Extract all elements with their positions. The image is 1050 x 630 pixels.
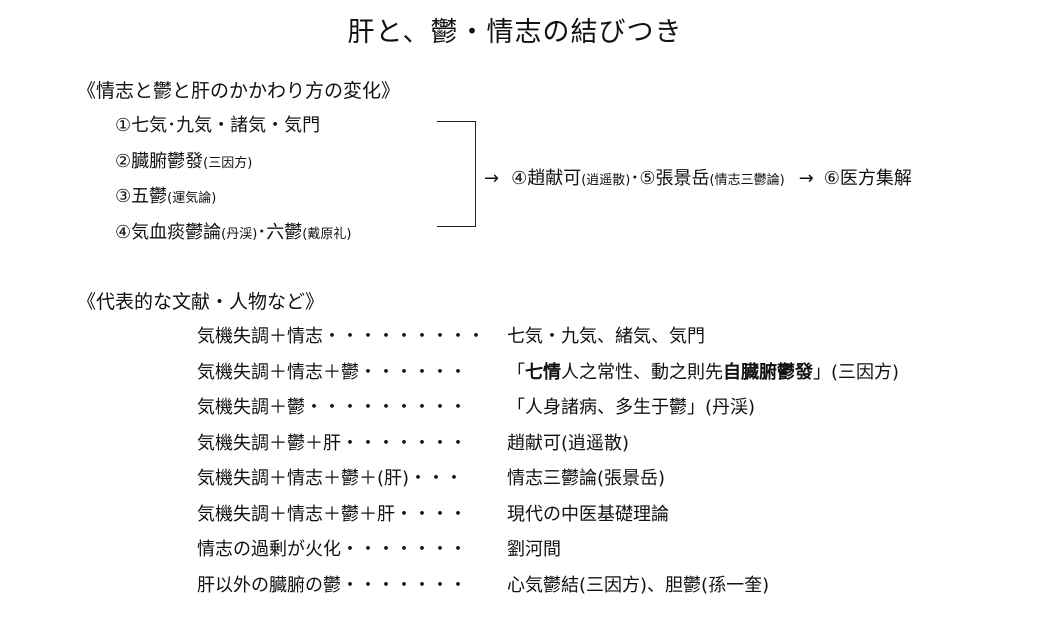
concept-text: 気機失調＋鬱 bbox=[197, 397, 305, 418]
source-item-label: ①七気･九気・諸気・気門 bbox=[115, 115, 321, 136]
concept-label: 気機失調＋情志＋鬱・・・・・・ bbox=[197, 358, 467, 384]
concept-text: 気機失調＋鬱＋肝 bbox=[197, 432, 341, 454]
reference-text: 劉河間 bbox=[507, 539, 561, 560]
flow-step-6: ⑥医方集解 bbox=[823, 168, 912, 189]
reference-text: 情志三鬱論(張景岳) bbox=[507, 468, 666, 489]
arrow-right-icon: → bbox=[484, 168, 500, 189]
concept-label: 気機失調＋鬱＋肝・・・・・・・ bbox=[197, 429, 467, 455]
source-item-note: (三因方) bbox=[203, 156, 253, 171]
quote-bold-2: 自臓腑鬱發 bbox=[723, 361, 813, 383]
reference-text: 現代の中医基礎理論 bbox=[507, 503, 669, 525]
leader-dots: ・・・ bbox=[409, 468, 464, 489]
quote-bold-1: 七情 bbox=[525, 361, 561, 383]
concept-label: 気機失調＋情志・・・・・・・・・ bbox=[197, 322, 485, 348]
concept-text: 気機失調＋情志 bbox=[197, 326, 323, 347]
quote-close: 」(三因方) bbox=[813, 361, 900, 383]
leader-dots: ・・・・・・・ bbox=[341, 432, 467, 454]
concept-label: 気機失調＋情志＋鬱＋肝・・・・ bbox=[197, 500, 467, 526]
source-item-3: ③五鬱(運気論) bbox=[115, 182, 216, 208]
source-item-1: ①七気･九気・諸気・気門 bbox=[115, 111, 320, 137]
concept-text: 情志の過剰が火化 bbox=[197, 539, 341, 560]
development-flow: → ④趙献可(逍遥散)･⑤張景岳(情志三鬱論) → ⑥医方集解 bbox=[484, 164, 912, 190]
leader-dots: ・・・・ bbox=[395, 503, 467, 525]
concept-text: 肝以外の臓腑の鬱 bbox=[197, 574, 341, 596]
source-item-2: ②臓腑鬱發(三因方) bbox=[115, 147, 252, 173]
reference-text: 「七情人之常性、動之則先自臓腑鬱發」(三因方) bbox=[507, 358, 899, 384]
reference-text: 心気鬱結(三因方)、胆鬱(孫一奎) bbox=[507, 574, 770, 596]
reference-text: 七気・九気、緒気、気門 bbox=[507, 326, 705, 347]
concept-label: 気機失調＋情志＋鬱＋(肝)・・・ bbox=[197, 464, 463, 490]
flow-step-5: ⑤張景岳 bbox=[639, 168, 710, 189]
reference-text: 「人身諸病、多生于鬱」(丹渓) bbox=[507, 397, 756, 418]
concept-text: 気機失調＋情志＋鬱 bbox=[197, 361, 359, 383]
reference-text: 趙献可(逍遥散) bbox=[507, 432, 630, 454]
flow-step-4-note: (逍遥散) bbox=[581, 173, 631, 188]
source-item-label: ③五鬱 bbox=[115, 186, 168, 207]
leader-dots: ・・・・・・・・・ bbox=[305, 397, 467, 418]
source-item-note: (運気論) bbox=[167, 191, 217, 206]
flow-step-5-note: (情志三鬱論) bbox=[709, 173, 785, 188]
concept-text: 気機失調＋情志＋鬱＋(肝) bbox=[197, 468, 410, 489]
flow-separator: ･ bbox=[630, 168, 640, 189]
source-item-label: ④気血痰鬱論 bbox=[115, 222, 222, 243]
source-item-4: ④気血痰鬱論(丹渓)･六鬱(戴原礼) bbox=[115, 218, 351, 244]
concept-text: 気機失調＋情志＋鬱＋肝 bbox=[197, 503, 395, 525]
concept-label: 情志の過剰が火化・・・・・・・ bbox=[197, 535, 467, 561]
quote-open: 「 bbox=[507, 361, 525, 383]
leader-dots: ・・・・・・・ bbox=[341, 539, 467, 560]
leader-dots: ・・・・・・・・・ bbox=[323, 326, 485, 347]
concept-label: 肝以外の臓腑の鬱・・・・・・・ bbox=[197, 571, 467, 597]
section-heading-changes: 《情志と鬱と肝のかかわり方の変化》 bbox=[77, 80, 401, 102]
quote-mid: 人之常性、動之則先 bbox=[561, 361, 723, 383]
source-item-label: ②臓腑鬱發 bbox=[115, 151, 204, 172]
arrow-right-icon: → bbox=[798, 168, 814, 189]
page-title: 肝と、鬱・情志の結びつき bbox=[347, 17, 683, 48]
source-item-label-2: ･六鬱 bbox=[257, 222, 303, 243]
leader-dots: ・・・・・・・ bbox=[341, 574, 467, 596]
section-heading-references: 《代表的な文献・人物など》 bbox=[77, 291, 325, 313]
leader-dots: ・・・・・・ bbox=[359, 361, 467, 383]
flow-step-4: ④趙献可 bbox=[511, 168, 582, 189]
source-item-note-2: (戴原礼) bbox=[302, 227, 352, 242]
concept-label: 気機失調＋鬱・・・・・・・・・ bbox=[197, 393, 467, 419]
source-item-note: (丹渓) bbox=[221, 227, 258, 242]
grouping-bracket bbox=[437, 121, 476, 227]
